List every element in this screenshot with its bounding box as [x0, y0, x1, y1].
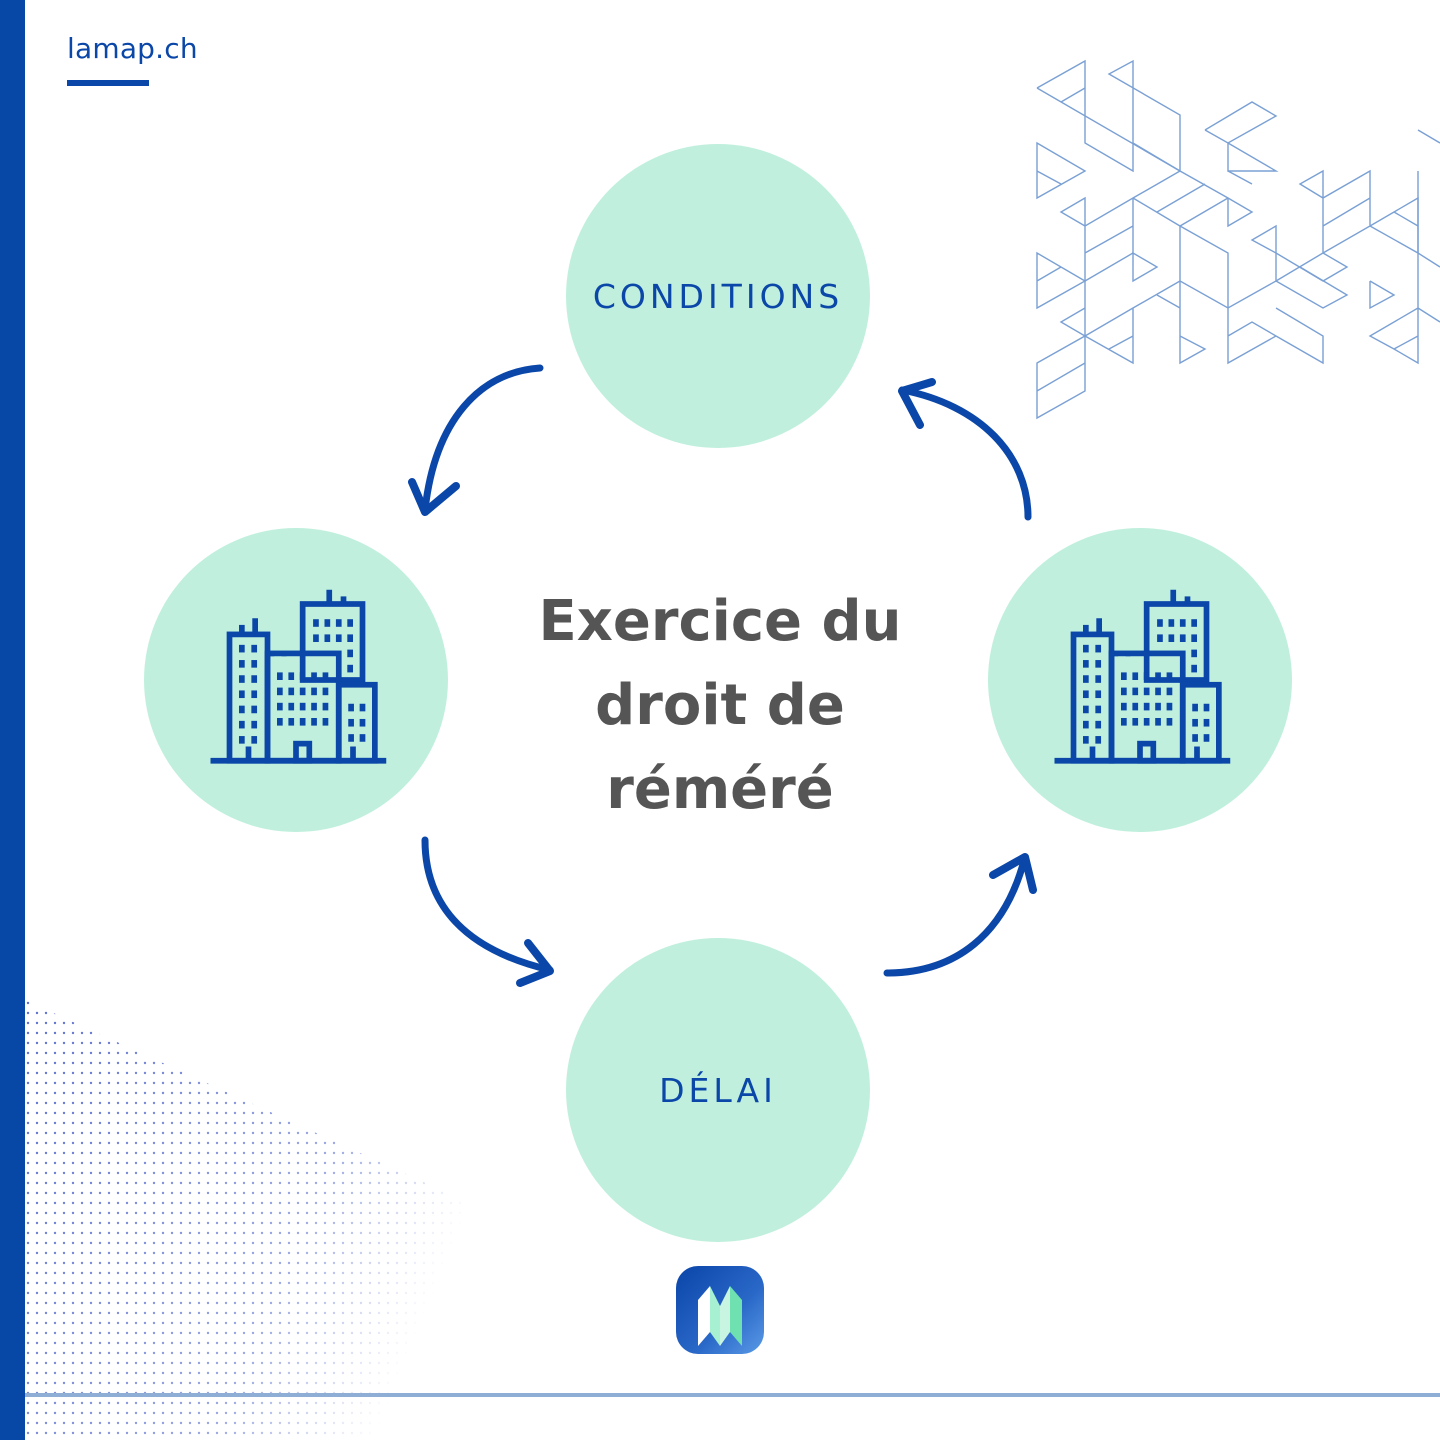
arrow-left-to-bottom-icon — [421, 836, 554, 987]
brand-name: lamap.ch — [67, 32, 198, 65]
arrow-right-to-top-icon — [898, 378, 1032, 521]
node-delai: DÉLAI — [566, 938, 870, 1242]
accent-bar — [0, 0, 25, 1440]
node-label-delai: DÉLAI — [659, 1070, 777, 1110]
arrow-bottom-to-right-icon — [883, 853, 1037, 977]
folded-map-icon — [698, 1286, 742, 1346]
title-line-3: réméré — [606, 757, 834, 822]
lamap-logo — [676, 1266, 764, 1354]
node-conditions: CONDITIONS — [566, 144, 870, 448]
title-line-1: Exercice du — [538, 589, 902, 654]
buildings-icon — [210, 589, 387, 764]
title-line-2: droit de — [595, 673, 845, 738]
halftone-dots-decoration — [25, 1000, 485, 1440]
geometric-pattern-decoration — [1036, 59, 1440, 420]
node-buildings-right — [988, 528, 1292, 832]
brand-underline — [67, 80, 149, 86]
bottom-divider — [25, 1393, 1440, 1397]
arrow-top-to-left-icon — [408, 364, 544, 516]
buildings-icon — [1054, 589, 1231, 764]
node-label-conditions: CONDITIONS — [592, 276, 844, 316]
node-buildings-left — [144, 528, 448, 832]
diagram-title: Exercice du droit de réméré — [520, 580, 920, 832]
